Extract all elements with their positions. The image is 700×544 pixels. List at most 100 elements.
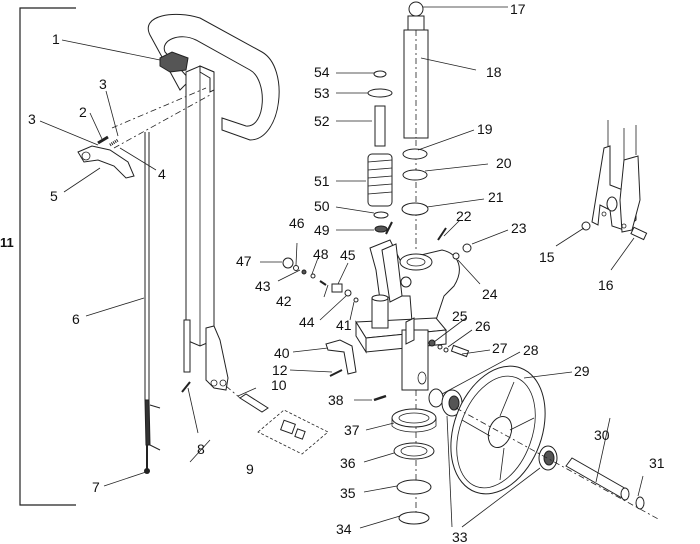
callout-29: 29	[574, 363, 590, 379]
bearing-assembly-37	[391, 408, 437, 433]
snap-ring-31	[635, 496, 645, 510]
pump-piston-52	[374, 105, 386, 147]
pin-22a	[385, 221, 393, 235]
washer-35	[396, 479, 432, 495]
wheel-axle-30	[565, 457, 630, 501]
axis-line	[111, 87, 207, 129]
wheel-bearing-right	[538, 445, 558, 471]
pull-rod	[144, 132, 161, 470]
drive-wheel	[450, 365, 546, 495]
callout-1: 1	[52, 31, 60, 47]
callout-11: 11	[0, 235, 14, 250]
pin-38	[373, 394, 387, 402]
callout-33: 33	[452, 529, 468, 544]
seal-19	[402, 148, 428, 160]
callout-21: 21	[488, 189, 504, 205]
bushing-kit	[257, 409, 329, 455]
callout-31: 31	[649, 455, 665, 471]
bearing-36	[393, 442, 435, 460]
callout-40: 40	[274, 345, 290, 361]
callout-8: 8	[197, 441, 205, 457]
callout-51: 51	[314, 173, 330, 189]
pedal-lever	[325, 339, 357, 375]
callout-18: 18	[486, 64, 502, 80]
callout-48: 48	[313, 246, 329, 262]
pin-16	[630, 226, 648, 241]
leader-lines	[39, 6, 644, 529]
seal-21	[401, 202, 429, 216]
callout-3b: 3	[99, 76, 107, 92]
callout-47: 47	[236, 253, 252, 269]
callout-4: 4	[158, 166, 166, 182]
seal-20	[402, 169, 428, 181]
callout-labels: 1 2 3 3 4 5 6 7 8 9 10 12 15 16 17 18 19…	[28, 1, 665, 544]
handle-loop	[147, 13, 280, 141]
callout-37: 37	[344, 422, 360, 438]
lower-shaft	[401, 317, 429, 391]
callout-27: 27	[492, 340, 508, 356]
handle-shaft	[183, 65, 229, 391]
piston	[403, 15, 429, 139]
callout-54: 54	[314, 64, 330, 80]
callout-24: 24	[482, 286, 498, 302]
callout-19: 19	[477, 121, 493, 137]
lever-pin	[97, 135, 109, 145]
screw-23	[462, 243, 472, 253]
callout-52: 52	[314, 113, 330, 129]
callout-20: 20	[496, 155, 512, 171]
handle-axle	[225, 385, 269, 413]
callout-17: 17	[510, 1, 526, 17]
callout-9: 9	[246, 461, 254, 477]
callout-25: 25	[452, 308, 468, 324]
release-lever	[77, 145, 135, 179]
callout-23: 23	[511, 220, 527, 236]
callout-2: 2	[79, 104, 87, 120]
callout-50: 50	[314, 198, 330, 214]
pin-22b	[437, 227, 447, 241]
valve-parts-left	[282, 257, 359, 303]
ball	[408, 1, 424, 17]
callout-45: 45	[340, 247, 356, 263]
handle-grip-cap	[159, 51, 189, 73]
callout-30: 30	[594, 427, 610, 443]
callout-46: 46	[289, 215, 305, 231]
snap-ring-54	[373, 70, 387, 78]
axis-line	[113, 94, 211, 149]
fork-detail	[591, 120, 641, 233]
callout-42: 42	[276, 293, 292, 309]
callout-53: 53	[314, 85, 330, 101]
handle-pin	[181, 381, 191, 393]
group-bracket: 11	[0, 7, 76, 506]
callout-49: 49	[314, 222, 330, 238]
callout-35: 35	[340, 485, 356, 501]
callout-34: 34	[336, 521, 352, 537]
callout-36: 36	[340, 455, 356, 471]
callout-15: 15	[539, 249, 555, 265]
washer-28	[428, 388, 444, 408]
lever-spring	[109, 138, 119, 147]
callout-3a: 3	[28, 111, 36, 127]
callout-6: 6	[72, 311, 80, 327]
wheel-bearing-left	[441, 389, 463, 417]
pin-12	[329, 369, 343, 377]
bearing-49	[374, 225, 388, 233]
washer-53	[367, 88, 393, 98]
callout-7: 7	[92, 479, 100, 495]
rod-nut	[144, 468, 150, 474]
snap-ring-34	[398, 511, 430, 525]
washer-24	[452, 252, 460, 260]
callout-16: 16	[598, 277, 614, 293]
seal-50	[373, 211, 389, 219]
axis-line	[455, 407, 661, 521]
callout-26: 26	[475, 318, 491, 334]
pump-body	[369, 239, 460, 323]
callout-10: 10	[271, 377, 287, 393]
spring-51	[367, 153, 393, 207]
callout-44: 44	[299, 314, 315, 330]
callout-43: 43	[255, 278, 271, 294]
callout-22: 22	[456, 208, 472, 224]
callout-12: 12	[272, 362, 288, 378]
callout-41: 41	[336, 317, 352, 333]
callout-5: 5	[50, 188, 58, 204]
